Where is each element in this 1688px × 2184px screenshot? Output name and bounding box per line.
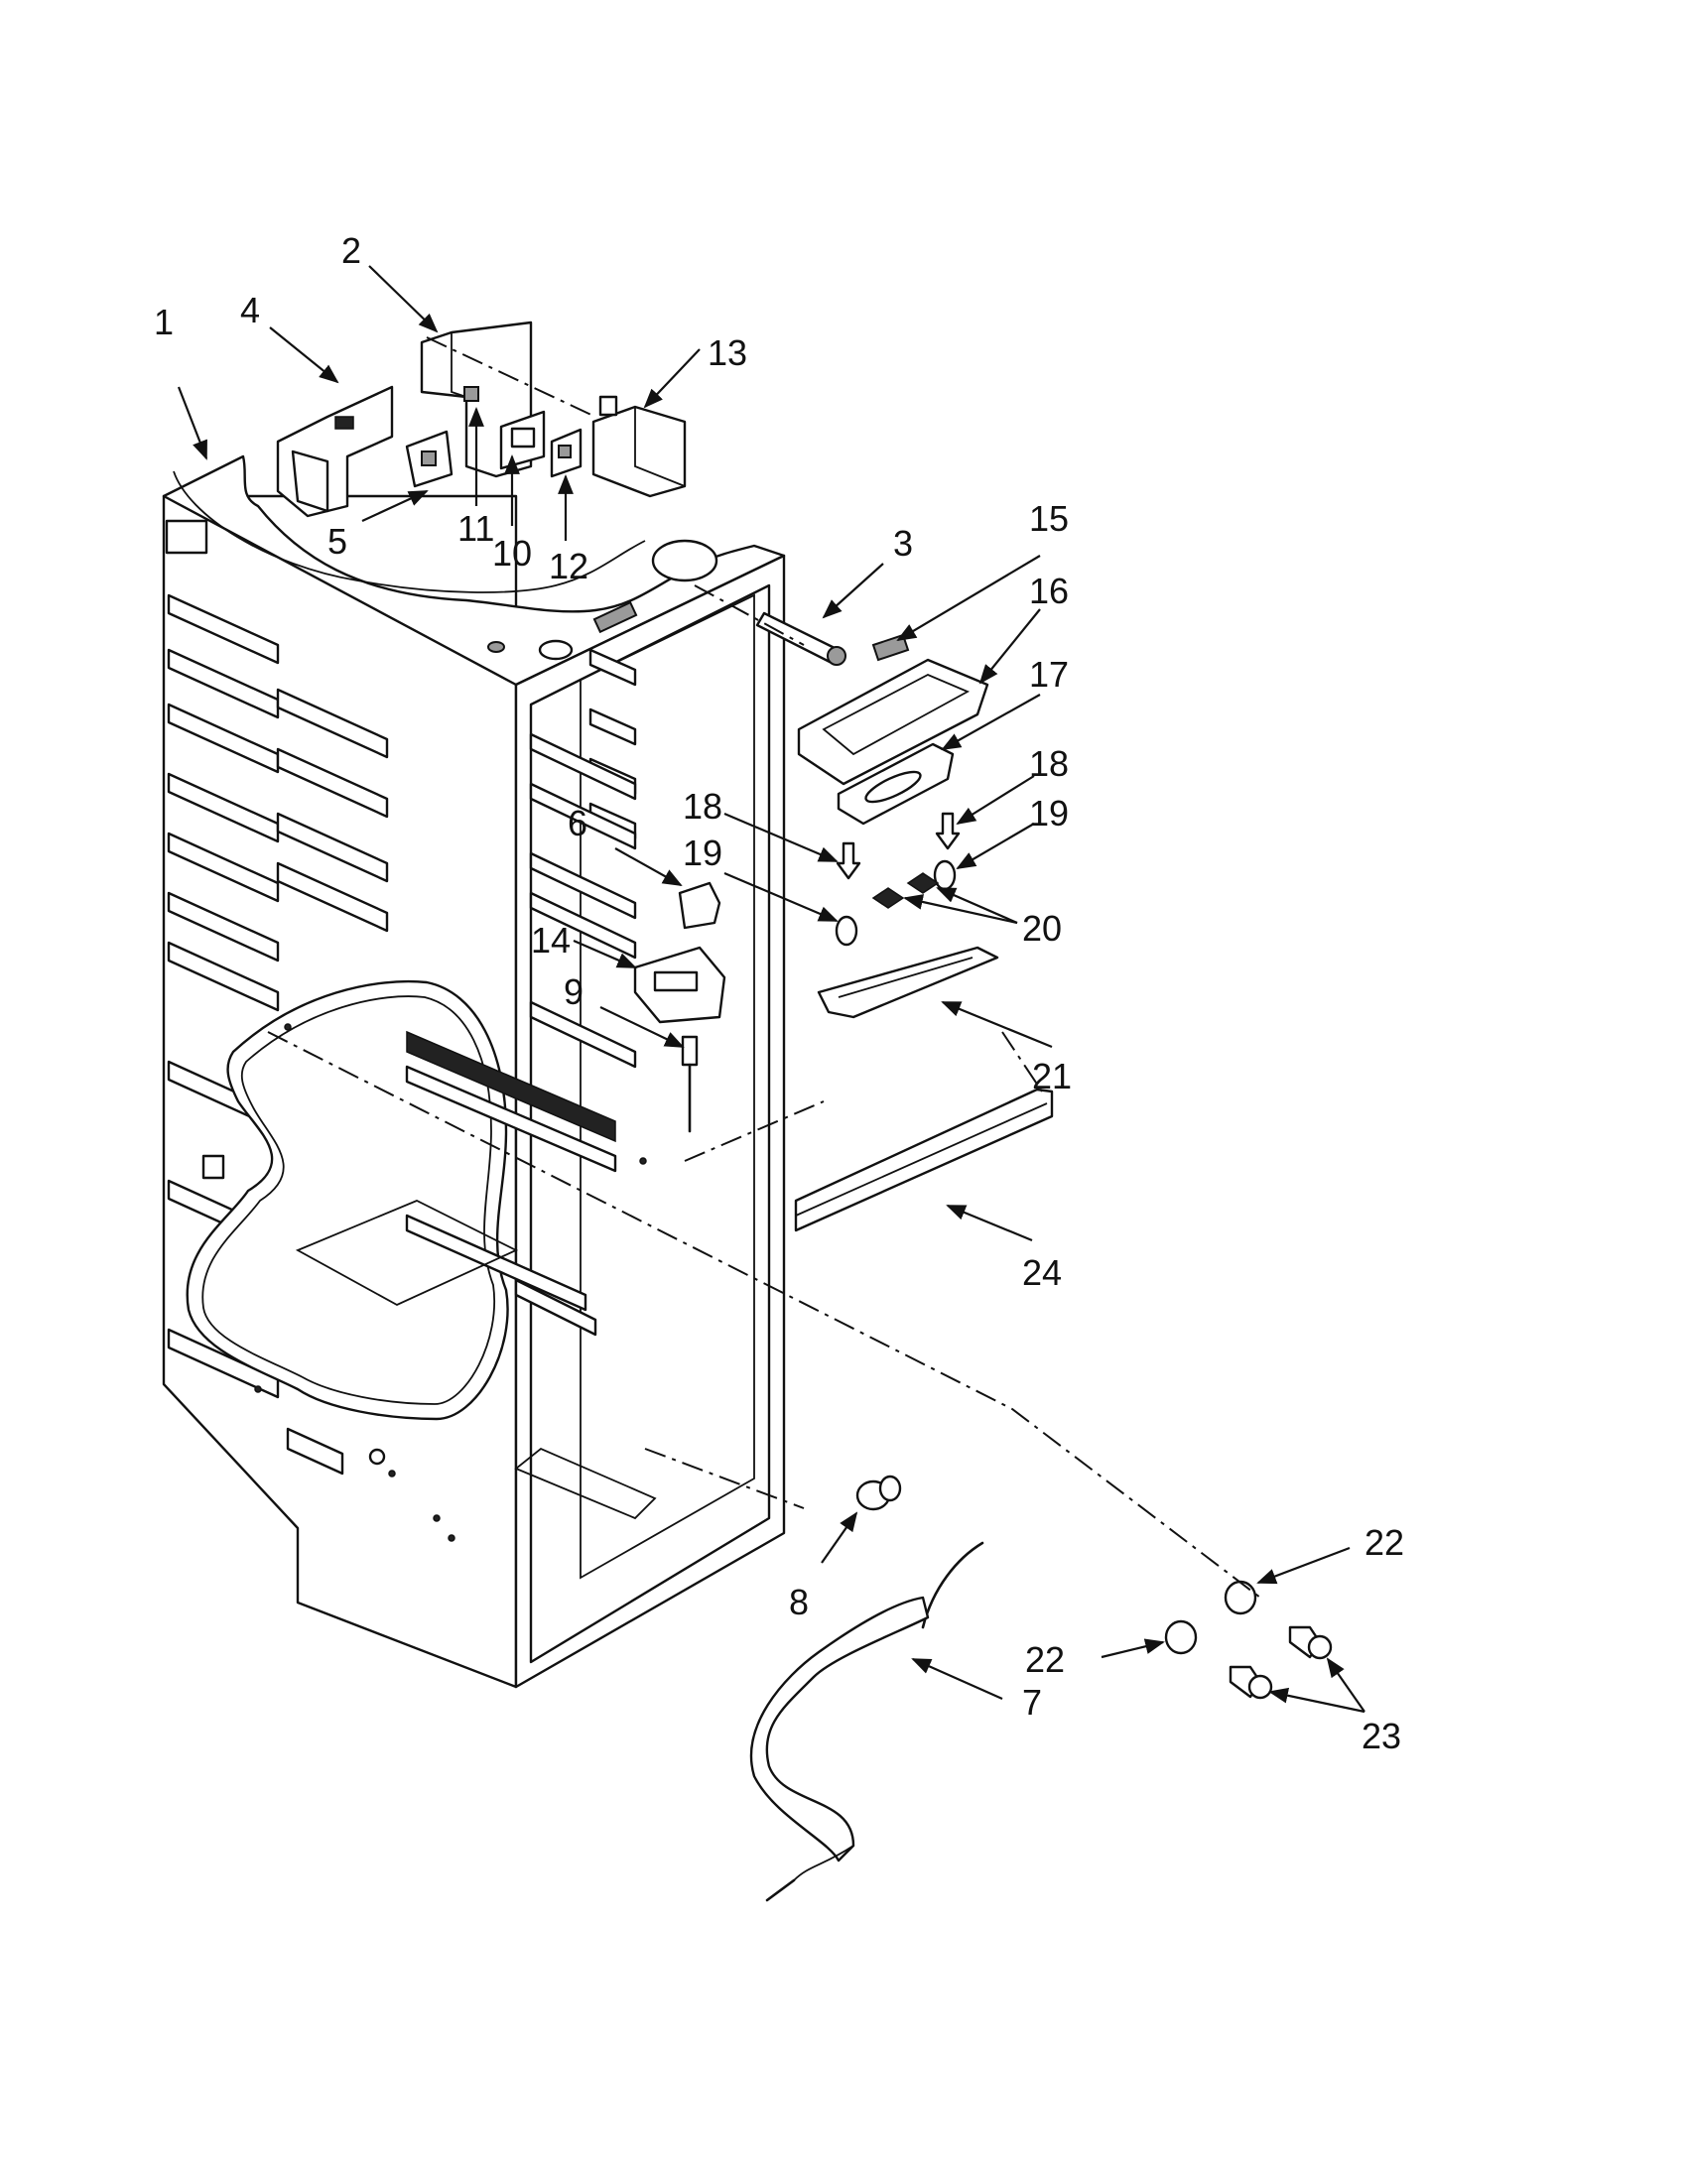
part-label-2: 2 — [341, 230, 361, 271]
part-label-24: 24 — [1022, 1252, 1062, 1293]
part-8-grommet — [855, 1475, 902, 1511]
part-16-housing — [797, 658, 989, 786]
control-part — [591, 395, 687, 498]
part-20-socket-right — [906, 872, 940, 894]
part-label-22-upper: 22 — [1364, 1522, 1404, 1563]
part-18-screw-left — [836, 841, 861, 880]
part-label-23: 23 — [1362, 1716, 1401, 1756]
part-6-bracket — [678, 881, 721, 930]
part-21-lens — [817, 946, 999, 1019]
part-label-6: 6 — [568, 803, 587, 843]
part-label-10: 10 — [492, 533, 532, 574]
part-label-20: 20 — [1022, 908, 1062, 949]
fasteners-and-sockets — [835, 812, 961, 947]
part-22-nut-lower — [1164, 1619, 1198, 1655]
part-label-19-left: 19 — [683, 833, 722, 873]
tube-part — [755, 611, 846, 666]
part-label-5: 5 — [327, 521, 347, 562]
part-label-12: 12 — [549, 546, 588, 586]
part-label-21: 21 — [1032, 1056, 1072, 1096]
part-label-18-right: 18 — [1029, 743, 1069, 784]
part-24-cover — [794, 1088, 1054, 1232]
housing-part — [276, 385, 394, 518]
shelf-ribs — [167, 593, 389, 1476]
part-label-3: 3 — [893, 523, 913, 564]
part-label-8: 8 — [789, 1582, 809, 1622]
part-label-15: 15 — [1029, 498, 1069, 539]
part-9-sensor — [681, 1035, 699, 1133]
damper-control-parts — [405, 410, 583, 488]
part-label-16: 16 — [1029, 571, 1069, 611]
part-label-17: 17 — [1029, 654, 1069, 695]
part-label-19-right: 19 — [1029, 793, 1069, 834]
part-label-14: 14 — [531, 920, 571, 961]
part-labels: 1 2 3 4 5 6 7 8 9 10 11 12 13 14 15 16 1… — [154, 230, 1404, 1756]
part-label-4: 4 — [240, 290, 260, 330]
part-19-bulb-right — [933, 859, 957, 891]
assembly-lines — [267, 336, 1261, 1599]
light-housing-parts — [797, 633, 989, 826]
part-label-1: 1 — [154, 302, 174, 342]
parts-22-23-fasteners — [1164, 1580, 1333, 1700]
inner-shelf-rails — [529, 648, 637, 1069]
leader-lines — [177, 265, 1365, 1714]
part-label-22-lower: 22 — [1025, 1639, 1065, 1680]
liner-part — [162, 454, 786, 1689]
part-label-9: 9 — [564, 971, 584, 1012]
part-19-bulb-left — [835, 915, 858, 947]
part-7-drain-tube — [749, 1541, 984, 1902]
part-label-13: 13 — [708, 332, 747, 373]
part-label-7: 7 — [1022, 1682, 1042, 1723]
part-label-18-left: 18 — [683, 786, 722, 827]
part-15-socket — [871, 633, 910, 662]
part-20-socket-left — [871, 887, 905, 909]
part-18-screw-right — [935, 812, 961, 850]
part-14-thermistor-housing — [633, 946, 726, 1024]
part-22-nut-upper — [1224, 1580, 1257, 1615]
part-label-11: 11 — [457, 508, 494, 549]
